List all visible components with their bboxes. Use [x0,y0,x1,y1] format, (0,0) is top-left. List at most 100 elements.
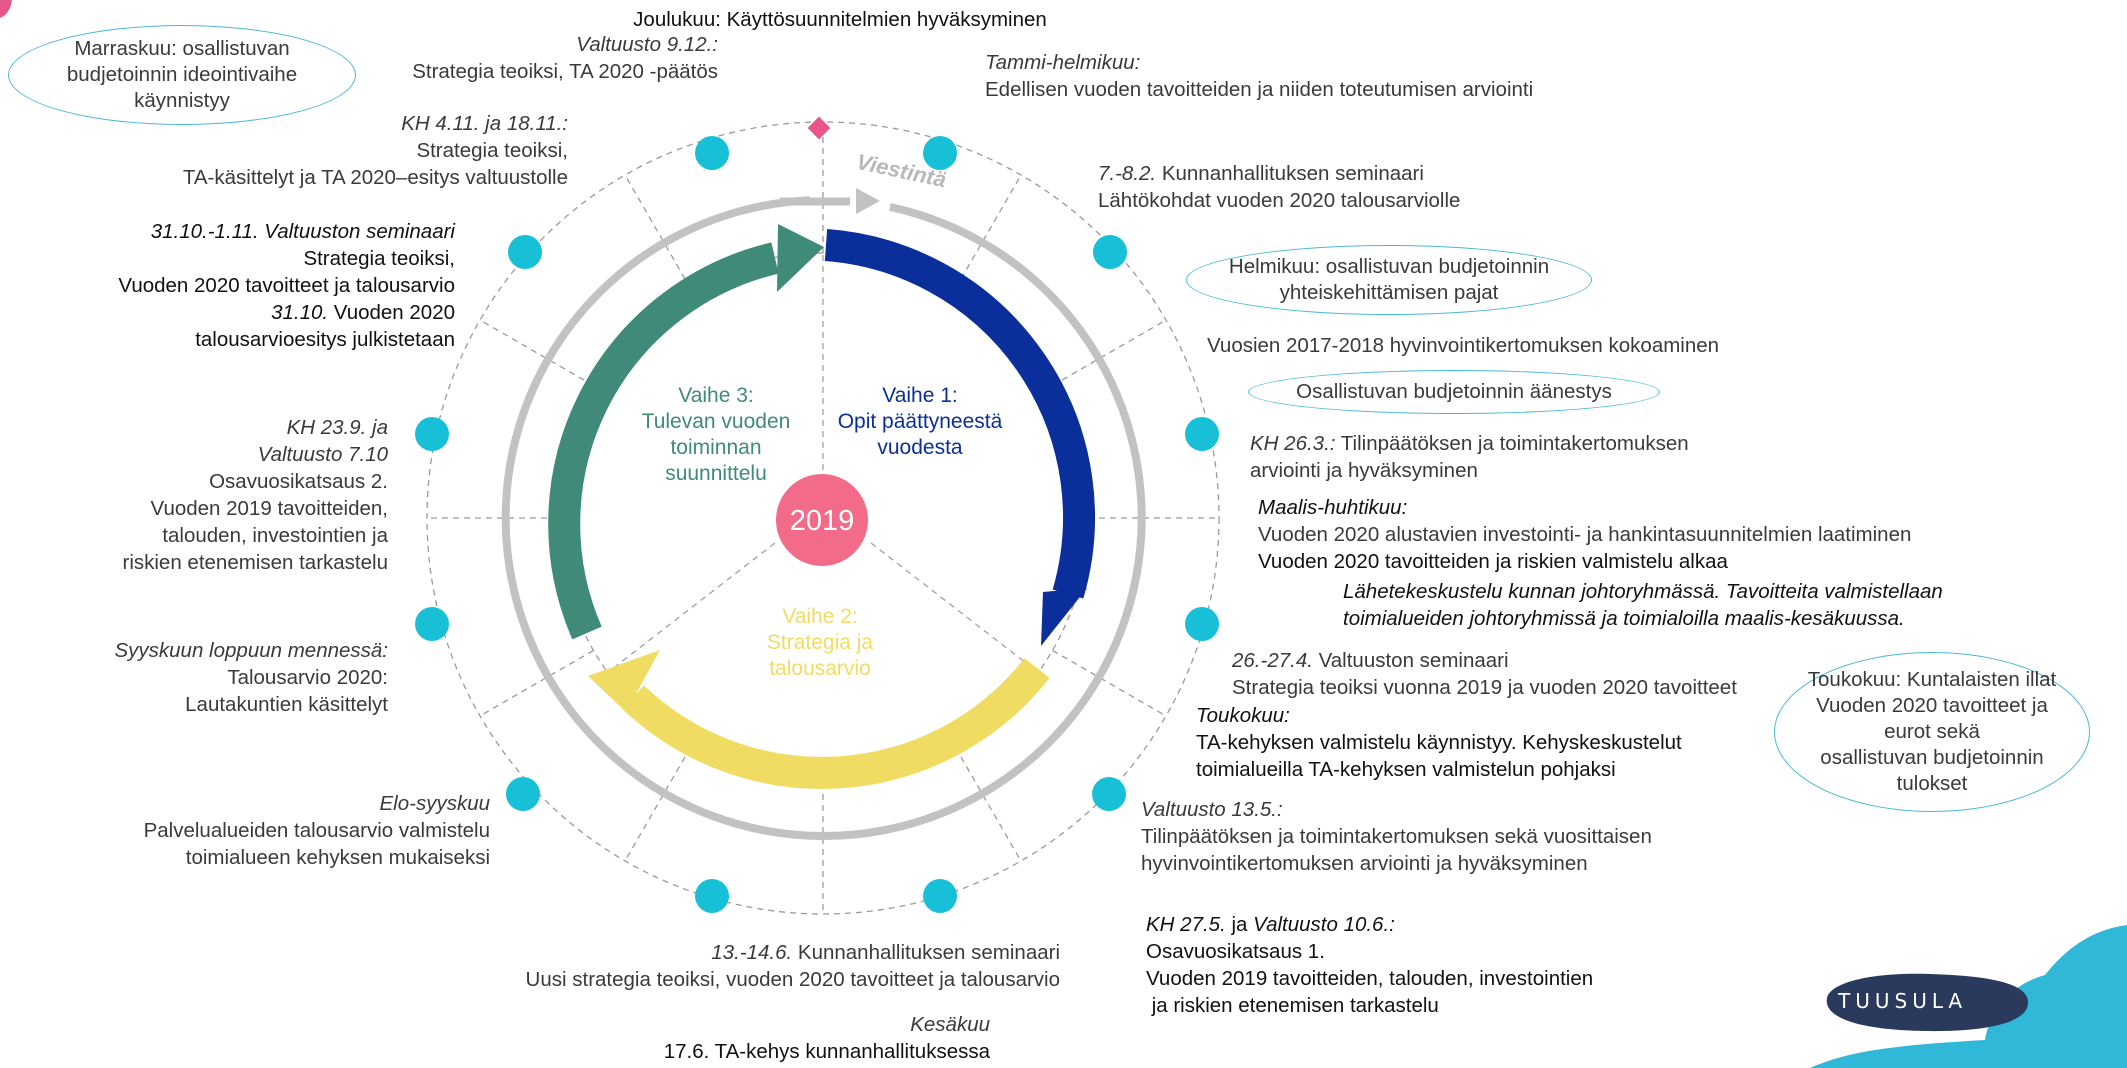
event-text: talousarvioesitys julkistetaan [195,328,455,351]
december-marker [807,116,831,140]
lahetekeskustelu-block: Lähetekeskustelu kunnan johtoryhmässä. T… [1343,578,1943,632]
event-date: 26.-27.4. [1232,649,1313,672]
event-text: TA-kehyksen valmistelu käynnistyy. Kehys… [1196,731,1682,754]
phase2-label: Vaihe 2: Strategia ja talousarvio [720,604,920,682]
event-title: KH 23.9. ja [286,416,388,439]
event-text: Lähetekeskustelu kunnan johtoryhmässä. T… [1343,580,1943,603]
hyvinvointikertomus-label: Vuosien 2017-2018 hyvinvointikertomuksen… [1207,334,1720,357]
teal-corner-decoration [1810,925,2127,1068]
valtuusto-135-block: Valtuusto 13.5.: Tilinpäätöksen ja toimi… [1141,796,1652,877]
bubble-line: Toukokuu: Kuntalaisten illat [1807,668,2057,691]
phase2-line: Strategia ja [766,631,874,654]
event-text: Lautakuntien käsittelyt [185,693,388,716]
pink-corner-decoration [0,0,12,18]
bubble-toukokuu: Toukokuu: Kuntalaisten illat Vuoden 2020… [1774,652,2090,812]
event-text: arviointi ja hyväksyminen [1250,459,1478,482]
bubble-line: Osallistuvan budjetoinnin äänestys [1296,380,1612,403]
phase1-label: Vaihe 1: Opit päättyneestä vuodesta [820,383,1020,461]
event-text: toimialueen kehyksen mukaiseksi [185,846,490,869]
event-text: Vuoden 2019 tavoitteiden, [150,497,388,520]
tuusula-logo [1826,973,2029,1032]
event-text: 17.6. TA-kehys kunnanhallituksessa [663,1040,990,1063]
event-text: Osavuosikatsaus 2. [209,470,388,493]
joulukuu-label: Joulukuu: Käyttösuunnitelmien hyväksymin… [633,8,1047,31]
syyskuu-block: Syyskuun loppuun mennessä: Talousarvio 2… [40,637,388,718]
viestinta-arrowhead [856,188,880,214]
valtuusto-912-block: Valtuusto 9.12.: Strategia teoiksi, TA 2… [380,31,718,85]
kh-263-block: KH 26.3.: Tilinpäätöksen ja toimintakert… [1250,430,1689,484]
event-text: Vuoden 2020 tavoitteet ja talousarvio [118,274,455,297]
event-title: Valtuusto 7.10 [257,443,388,466]
event-title: Kesäkuu [910,1013,990,1036]
event-text: ja riskien etenemisen tarkastelu [1146,994,1439,1017]
event-text: Strategia teoiksi vuonna 2019 ja vuoden … [1232,676,1737,699]
phase2-arrowhead [588,650,660,712]
event-text: Tilinpäätöksen ja toimintakertomuksen [1340,432,1689,455]
event-title: Valtuusto 10.6.: [1253,913,1395,936]
event-text: toimialueiden johtoryhmissä ja toimialoi… [1343,607,1905,630]
phase2-arrow [621,658,1050,789]
bubble-line: tulokset [1896,772,1968,795]
event-date: 7.-8.2. [1098,162,1157,185]
event-text: Edellisen vuoden tavoitteiden ja niiden … [985,78,1534,101]
event-title: Kunnanhallituksen seminaari [797,941,1060,964]
event-title: Toukokuu: [1196,704,1290,727]
center-year: 2019 [790,505,855,537]
phase3-line: Tulevan vuoden [641,410,791,433]
event-text: Uusi strategia teoiksi, vuoden 2020 tavo… [525,968,1060,991]
tammi-helmikuu-block: Tammi-helmikuu: Edellisen vuoden tavoitt… [985,49,1533,103]
tuusula-logo-text: TUUSULA [1838,989,1968,1013]
phase3-title: Vaihe 3: [678,384,754,407]
phase2-line: talousarvio [769,657,871,680]
event-text: Vuoden 2020 tavoitteiden ja riskien valm… [1258,550,1728,573]
bubble-line: osallistuvan budjetoinnin [1820,746,2044,769]
event-title: KH 26.3.: [1250,432,1336,455]
valtuuston-seminaari-264-block: 26.-27.4. Valtuuston seminaari Strategia… [1232,647,1737,701]
kh-239-block: KH 23.9. ja Valtuusto 7.10 Osavuosikatsa… [60,414,389,576]
event-text: TA-käsittelyt ja TA 2020–esitys valtuust… [182,166,568,189]
phase2-title: Vaihe 2: [782,605,858,628]
event-title: Valtuuston seminaari [1318,649,1509,672]
event-text: Vuoden 2019 tavoitteiden, talouden, inve… [1146,967,1594,990]
event-text: riskien etenemisen tarkastelu [122,551,389,574]
bubble-aanestys: Osallistuvan budjetoinnin äänestys [1248,370,1660,414]
toukokuu-block: Toukokuu: TA-kehyksen valmistelu käynnis… [1196,702,1682,783]
event-title: Tammi-helmikuu: [985,51,1141,74]
kh-411-block: KH 4.11. ja 18.11.: Strategia teoiksi, T… [100,110,568,191]
bubble-line: eurot sekä [1884,720,1980,743]
bubble-line: budjetoinnin ideointivaihe [66,63,298,86]
event-text: Lähtökohdat vuoden 2020 talousarviolle [1098,189,1461,212]
seminaari-78-block: 7.-8.2. Kunnanhallituksen seminaari Läht… [1098,160,1460,214]
maalis-huhtikuu-block: Maalis-huhtikuu: Vuoden 2020 alustavien … [1258,494,1911,575]
event-text: Talousarvio 2020: [227,666,388,689]
phase1-line: vuodesta [877,436,963,459]
event-title: Maalis-huhtikuu: [1258,496,1408,519]
bubble-line: Marraskuu: osallistuvan [74,37,290,60]
event-text: Palvelualueiden talousarvio valmistelu [143,819,490,842]
event-title: 31.10.-1.11. Valtuuston seminaari [150,220,455,243]
event-title: Kunnanhallituksen seminaari [1161,162,1424,185]
bubble-line: yhteiskehittämisen pajat [1279,281,1499,304]
bubble-helmikuu: Helmikuu: osallistuvan budjetoinnin yhte… [1186,245,1592,315]
phase1-arrowhead [1041,588,1087,646]
bubble-line: Helmikuu: osallistuvan budjetoinnin [1228,255,1550,278]
phase1-arrow [824,229,1095,599]
phase1-title: Vaihe 1: [882,384,958,407]
event-text: hyvinvointikertomuksen arviointi ja hyvä… [1141,852,1588,875]
event-title: Elo-syyskuu [379,792,490,815]
event-title: KH 4.11. ja 18.11.: [401,112,568,135]
kesakuu-block: Kesäkuu 17.6. TA-kehys kunnanhallitukses… [560,1011,990,1065]
phase-dividers [597,255,1049,681]
month-dots [415,136,1219,913]
event-text: toimialueilla TA-kehyksen valmistelun po… [1196,758,1616,781]
event-text: Vuoden 2020 alustavien investointi- ja h… [1258,523,1912,546]
bubble-line: Vuoden 2020 tavoitteet ja [1816,694,2048,717]
phase3-label: Vaihe 3: Tulevan vuoden toiminnan suunni… [626,383,806,487]
event-text: Vuoden 2020 [333,301,455,324]
event-text: Osavuosikatsaus 1. [1146,940,1325,963]
center-year-circle [776,474,868,566]
elo-syyskuu-block: Elo-syyskuu Palvelualueiden talousarvio … [60,790,490,871]
event-title: Syyskuun loppuun mennessä: [114,639,388,662]
event-title: KH 27.5. [1146,913,1226,936]
